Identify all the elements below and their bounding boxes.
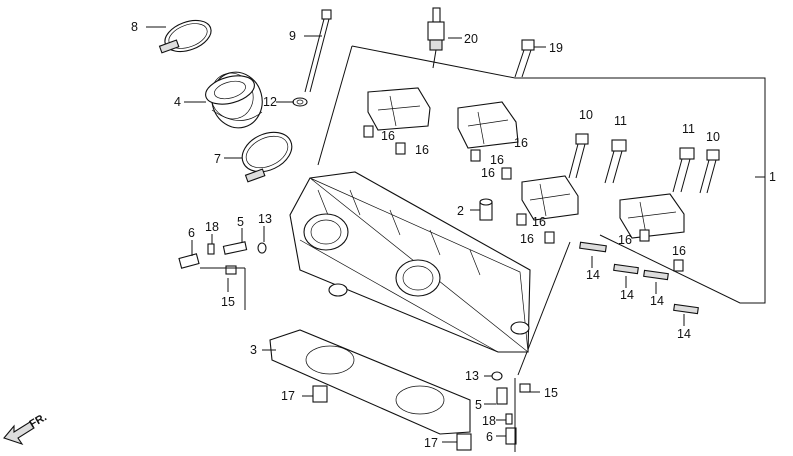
callout-16-i: 16	[672, 244, 686, 258]
band-clamp-8	[158, 19, 212, 54]
callout-17-lower: 17	[424, 436, 438, 450]
callout-16-f: 16	[532, 215, 546, 229]
callout-20: 20	[464, 32, 478, 46]
callout-13-lower: 13	[465, 369, 479, 383]
callout-4: 4	[174, 95, 181, 109]
bolt-11-left	[604, 139, 627, 184]
callout-10-right: 10	[706, 130, 720, 144]
callout-19: 19	[549, 41, 563, 55]
callout-2: 2	[457, 204, 464, 218]
callout-7: 7	[214, 152, 221, 166]
callout-5-left: 5	[237, 215, 244, 229]
callout-14-b: 14	[620, 288, 634, 302]
band-clamp-7	[241, 131, 293, 183]
oil-pipe-2	[479, 198, 493, 221]
callout-9: 9	[289, 29, 296, 43]
rocker-holder-front-right	[457, 101, 519, 149]
callout-1: 1	[769, 170, 776, 184]
long-bolt-9	[304, 9, 332, 93]
studs-14	[579, 241, 699, 315]
callout-14-a: 14	[586, 268, 600, 282]
callout-16-h: 16	[618, 233, 632, 247]
callout-3: 3	[250, 343, 257, 357]
callout-16-c: 16	[490, 153, 504, 167]
callout-16-b: 16	[415, 143, 429, 157]
callout-13-left: 13	[258, 212, 272, 226]
direction-label: FR.	[28, 411, 49, 430]
callout-16-e: 16	[481, 166, 495, 180]
carburetor-insulator-4	[205, 71, 263, 129]
leader-lines	[146, 26, 685, 443]
callout-18-lower: 18	[482, 414, 496, 428]
rocker-holder-rear-left	[521, 175, 579, 221]
callout-12: 12	[263, 95, 277, 109]
callout-15-lower: 15	[544, 386, 558, 400]
callout-6-lower: 6	[486, 430, 493, 444]
callout-labels: 8 9 20 19 4 12 7 10 11 11 10 1 16 16 16 …	[131, 20, 776, 450]
callout-17-left: 17	[281, 389, 295, 403]
head-gasket-3	[269, 329, 471, 435]
dowel-pins-16	[363, 125, 684, 272]
bolt-10-right	[699, 149, 720, 194]
rocker-holder-rear-right	[619, 193, 685, 239]
bolt-11-right	[672, 147, 695, 193]
washer-12	[292, 97, 308, 107]
spark-plug-20	[427, 7, 445, 69]
callout-14-c: 14	[650, 294, 664, 308]
callout-16-a: 16	[381, 129, 395, 143]
callout-16-d: 16	[514, 136, 528, 150]
callout-15-left: 15	[221, 295, 235, 309]
callout-6-left: 6	[188, 226, 195, 240]
callout-8: 8	[131, 20, 138, 34]
callout-11-left: 11	[614, 114, 627, 128]
flange-bolt-19	[514, 39, 535, 78]
callout-10-left: 10	[579, 108, 593, 122]
rocker-holder-front-left	[367, 87, 431, 131]
callout-5-lower: 5	[475, 398, 482, 412]
callout-11-right: 11	[682, 122, 695, 136]
callout-16-g: 16	[520, 232, 534, 246]
callout-18-left: 18	[205, 220, 219, 234]
left-fittings	[178, 241, 267, 310]
callout-14-d: 14	[677, 327, 691, 341]
bolt-10-left	[568, 133, 589, 179]
cylinder-head-body	[289, 171, 531, 353]
assembly-outline	[317, 45, 766, 376]
front-direction-arrow: FR.	[3, 411, 49, 446]
